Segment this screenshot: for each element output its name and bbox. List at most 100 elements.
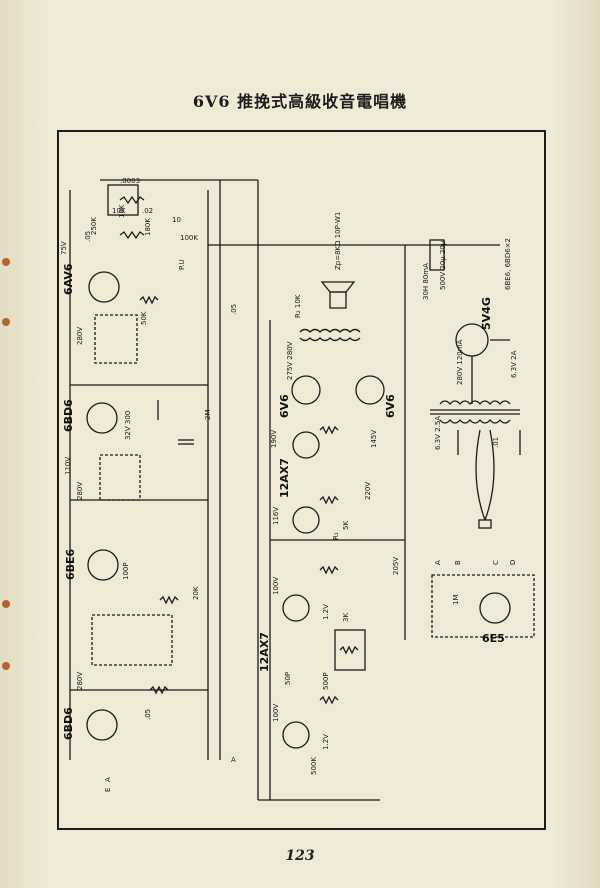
resistor-r4 — [319, 425, 339, 435]
tube-label-12ax7-b: 12AX7 — [258, 632, 271, 672]
label-power-transformer: 280V 120mA — [456, 339, 464, 385]
terminal-a-2: A — [104, 777, 112, 782]
tube-label-6av6: 6AV6 — [62, 263, 75, 295]
label-c100p: 100P — [122, 562, 130, 580]
label-filter-cap: 500V 20μ 20μ — [439, 240, 447, 290]
speaker-cone — [320, 281, 356, 293]
label-v12a: 1.2V — [322, 604, 330, 620]
label-c02: .02 — [142, 207, 153, 215]
terminal-b: B — [454, 560, 462, 565]
label-v220: 220V — [364, 482, 372, 500]
label-v275: 275V 280V — [286, 341, 294, 380]
label-v280a: 280V — [76, 327, 84, 345]
label-r500k: 500K — [310, 757, 318, 775]
resistor-r7 — [319, 695, 339, 705]
terminal-c: C — [492, 560, 500, 565]
label-c500p: 500P — [322, 672, 330, 690]
label-r1m: 1M — [452, 595, 460, 606]
output-transformer-primary — [299, 328, 361, 333]
power-plug — [478, 519, 492, 529]
tube-12ax7-b2-envelope — [282, 721, 310, 749]
label-r3k: 3K — [342, 613, 350, 622]
label-r20k: 20K — [192, 586, 200, 600]
if-transformer-box-1 — [94, 314, 138, 364]
binding-hole-2 — [2, 318, 10, 326]
terminal-a-3: A — [231, 756, 236, 764]
resistor-r5 — [319, 495, 339, 505]
resistor-r1 — [119, 195, 145, 205]
resistor-r9 — [149, 685, 169, 695]
power-transformer-secondary — [439, 400, 511, 406]
if-transformer-box-2 — [99, 454, 141, 501]
label-c0003: .0003 — [120, 177, 140, 185]
tube-6e5-envelope — [479, 592, 511, 624]
tube-6be6-envelope — [87, 549, 119, 581]
osc-coil-box — [91, 614, 173, 666]
binding-hole-4 — [2, 662, 10, 670]
power-cord — [475, 429, 486, 521]
detector-network-box — [107, 184, 139, 216]
label-c05b: .05 — [144, 709, 152, 720]
tube-12ax7-a2-envelope — [292, 506, 320, 534]
label-cap01: .01 — [492, 437, 500, 448]
label-r10k: 10K — [118, 204, 126, 218]
label-v280c: 280V — [76, 672, 84, 690]
tube-label-6be6: 6BE6 — [64, 548, 77, 580]
label-r250k: 250K — [90, 217, 98, 235]
output-transformer-secondary — [299, 337, 361, 342]
resistor-r8 — [339, 645, 359, 655]
label-v100a: 100V — [272, 577, 280, 595]
label-v32: 32V 300 — [124, 411, 132, 440]
label-v145: 145V — [370, 430, 378, 448]
tube-label-12ax7-a: 12AX7 — [278, 458, 291, 498]
terminal-d: D — [509, 560, 517, 565]
tube-6av6-envelope — [88, 271, 120, 303]
label-c10: 10 — [172, 216, 181, 224]
resistor-r6 — [319, 565, 339, 575]
tube-label-6v6-b: 6V6 — [384, 394, 397, 418]
label-v205: 205V — [392, 557, 400, 575]
schematic-frame — [57, 130, 546, 830]
binding-hole-1 — [2, 258, 10, 266]
label-ra: R₁ — [332, 532, 340, 540]
power-cord-2 — [484, 429, 495, 521]
label-heater: 6.3V 2A — [510, 350, 518, 378]
resistor-r3 — [139, 295, 159, 305]
label-v110: 110V — [64, 457, 72, 475]
label-v116: 116V — [272, 507, 280, 525]
terminal-a: A — [434, 560, 442, 565]
label-r2m: 2M — [204, 410, 212, 421]
speaker-magnet — [329, 291, 347, 309]
label-r10k2: 10K — [112, 207, 126, 215]
label-v100b: 100V — [272, 704, 280, 722]
label-c05a: .05 — [230, 304, 238, 315]
label-r180k: 180K — [144, 218, 152, 236]
label-r5k: 5K — [342, 521, 350, 530]
label-pu: P.U — [178, 260, 186, 270]
label-choke: 30H 80mA — [422, 263, 430, 300]
tube-6v6-a-envelope — [291, 375, 321, 405]
resistor-r2 — [119, 230, 145, 240]
tube-6bd6-a-envelope — [86, 402, 118, 434]
binding-hole-3 — [2, 600, 10, 608]
label-r100k: 100K — [180, 234, 198, 242]
label-c05c: .05 — [84, 231, 92, 242]
tube-12ax7-a1-envelope — [292, 431, 320, 459]
label-rz: R₂ 10K — [294, 294, 302, 318]
tube-label-6e5: 6E5 — [482, 632, 505, 645]
label-speaker: Zp=8KΩ 10P-W1 — [334, 212, 342, 270]
terminal-e: E — [104, 788, 112, 792]
tube-label-6v6-a: 6V6 — [278, 394, 291, 418]
tube-label-5v4g: 5V4G — [480, 297, 493, 330]
label-v280b: 280V — [76, 482, 84, 500]
power-transformer-primary — [439, 418, 511, 424]
page-title: 6V6 推挽式高級收音電唱機 — [192, 92, 408, 111]
tube-6v6-b-envelope — [355, 375, 385, 405]
label-rect-volt: 6BE6, 6BD6×2 — [504, 238, 512, 290]
tube-label-6bd6-a: 6BD6 — [62, 399, 75, 432]
label-r50k: 50K — [140, 311, 148, 325]
tube-label-6bd6-b: 6BD6 — [62, 707, 75, 740]
label-c50p: 50P — [284, 672, 292, 685]
tube-12ax7-b1-envelope — [282, 594, 310, 622]
